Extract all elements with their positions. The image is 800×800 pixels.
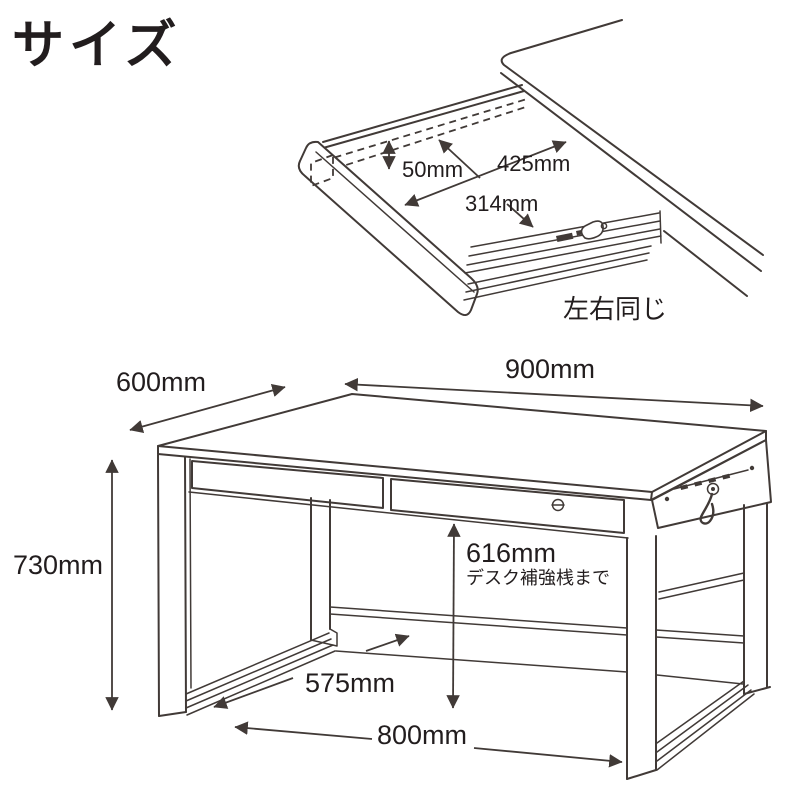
- dimension-drawer-height: 50mm: [382, 140, 463, 182]
- drawer-depth-label: 314mm: [465, 191, 538, 216]
- hook-icon: [699, 482, 720, 525]
- inner-width-label: 800mm: [377, 720, 467, 750]
- dimension-under-clearance: 616mm デスク補強桟まで: [446, 523, 610, 709]
- desk-diagram: 600mm 900mm 730mm 616mm デスク補強桟まで 575mm 8…: [13, 354, 772, 780]
- left-drawer-front: [191, 460, 384, 509]
- drawer-width-label: 425mm: [497, 151, 570, 176]
- drawer-detail-diagram: 50mm 425mm 314mm 左右同じ: [297, 19, 764, 324]
- desk-height-label: 730mm: [13, 550, 103, 580]
- right-side-panel: [651, 439, 772, 529]
- desk-drawers: [188, 460, 629, 539]
- apron-bottom-edge: [188, 491, 629, 539]
- right-leg-panel: [626, 502, 771, 780]
- desk-depth-label: 600mm: [116, 367, 206, 397]
- dimension-inner-depth: 575mm: [213, 633, 410, 709]
- drawer-height-label: 50mm: [402, 157, 463, 182]
- dimension-desk-depth: 600mm: [116, 367, 286, 434]
- left-leg-panel: [157, 454, 338, 717]
- under-clearance-label: 616mm: [466, 538, 556, 568]
- right-drawer-front: [390, 478, 625, 534]
- page-title: サイズ: [12, 17, 181, 75]
- slide-rail-hardware: [556, 220, 608, 242]
- desk-width-label: 900mm: [505, 354, 595, 384]
- reinforcement-bar: [329, 606, 745, 685]
- dimension-drawer-width: 425mm: [404, 140, 570, 207]
- dimension-inner-width: 800mm: [234, 720, 623, 768]
- tabletop-corner: [500, 19, 764, 297]
- hidden-wall-end: [310, 153, 334, 188]
- drawer-front-panel: [297, 140, 479, 316]
- dimension-desk-height: 730mm: [13, 459, 119, 711]
- drawer-note-label: 左右同じ: [563, 294, 667, 324]
- dimension-desk-width: 900mm: [344, 354, 764, 413]
- dimension-drawer-depth: 314mm: [438, 139, 538, 228]
- inner-depth-label: 575mm: [305, 668, 395, 698]
- keyhole-icon: [551, 498, 565, 512]
- under-clearance-note: デスク補強桟まで: [466, 568, 610, 588]
- drawer-slide-rail: [463, 210, 662, 301]
